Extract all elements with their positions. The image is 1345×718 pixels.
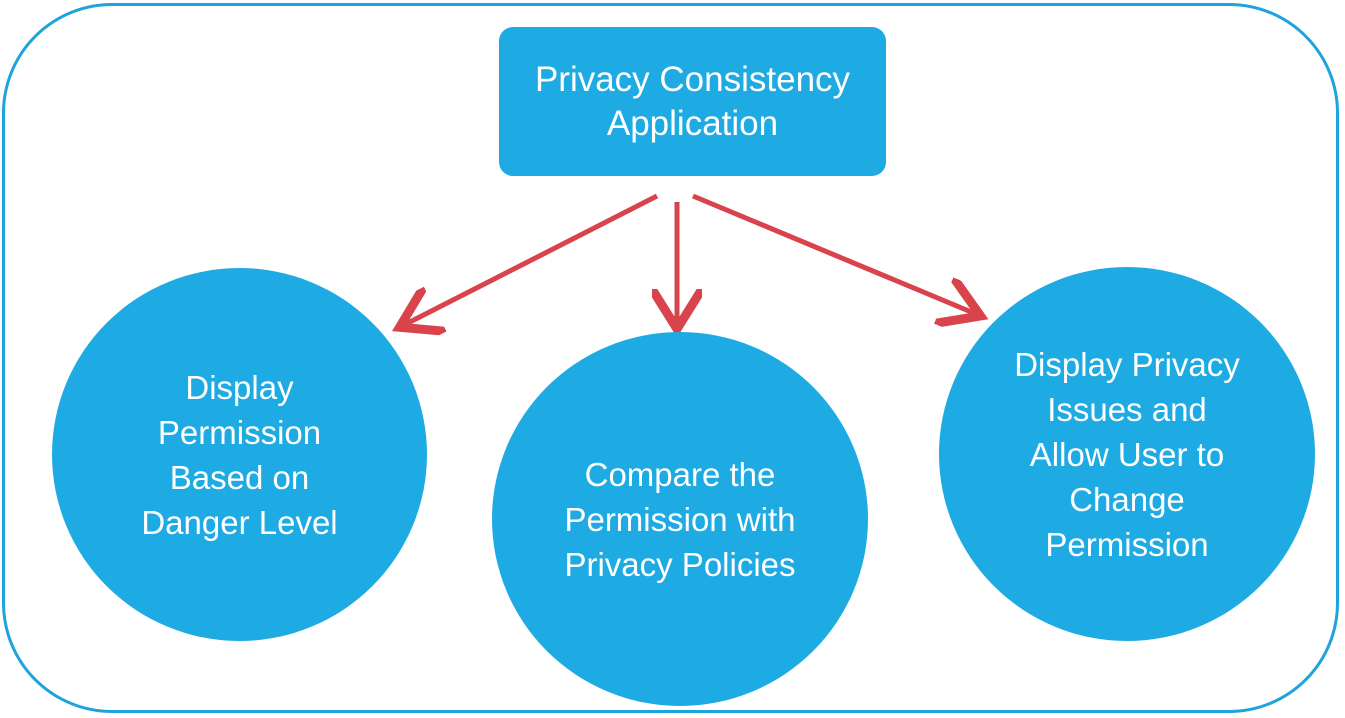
- root-node-label: Privacy Consistency Application: [534, 59, 851, 143]
- child-node-compare-policies: Compare the Permission with Privacy Poli…: [492, 332, 868, 706]
- child-node-label: Display Permission Based on Danger Level: [141, 368, 338, 541]
- root-node: Privacy Consistency Application: [499, 27, 886, 176]
- child-node-danger-level: Display Permission Based on Danger Level: [52, 268, 427, 641]
- child-node-label: Compare the Permission with Privacy Poli…: [564, 455, 796, 583]
- child-node-label: Display Privacy Issues and Allow User to…: [1014, 345, 1240, 563]
- child-node-privacy-issues: Display Privacy Issues and Allow User to…: [939, 267, 1315, 641]
